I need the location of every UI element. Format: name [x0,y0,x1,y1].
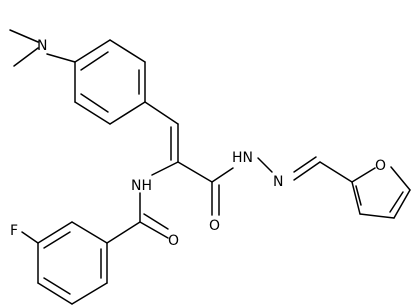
atom-nh-amide: NH [131,178,152,194]
atom-o-furan: O [375,158,386,174]
bond-ring-ch [144,101,179,125]
bond-nme-methyl-1 [9,29,39,43]
bond-furan-4 [359,213,395,219]
atom-n-dimethylamino: N [37,38,47,54]
bond-ring1-5 [74,101,111,125]
bond-furan-2 [390,166,411,191]
bond-ring2-inner-1 [43,231,71,249]
bond-c-carbonyl [177,161,213,183]
bond-furan-1 [351,167,376,183]
bond-furan-inner-1 [389,191,404,213]
atom-o-amide: O [168,233,179,249]
atom-labels: N NH O HN N O O F [10,38,386,249]
bond-amide-ring [106,221,141,244]
bond-furan-inner-2 [355,185,362,206]
bond-ring1-1 [74,39,111,63]
bond-nme-methyl-2 [13,47,39,67]
bond-furan-5 [351,181,361,215]
bond-amide-o-a [139,221,169,239]
bond-ring1-inner-3 [80,93,109,113]
atom-hn-hydrazide: HN [232,150,253,166]
bond-furan-3 [393,189,411,219]
bond-n-ring [46,53,76,63]
bond-c-f [21,231,39,244]
bond-n-ch-b [293,156,317,173]
bond-ring2-2 [37,221,73,244]
bond-ring1-2 [109,39,146,63]
atom-n-hydrazone: N [273,174,283,190]
atom-o-hydrazide: O [209,218,220,234]
bond-ring2-1 [71,221,108,244]
bond-ring2-4 [37,282,73,305]
bond-hn-n [257,157,273,173]
bond-c-nh [151,161,179,176]
bond-amide-o-b [143,213,169,230]
bond-ring1-4 [109,101,146,125]
bond-carbonyl-hn [211,167,234,183]
atom-f: F [10,223,18,239]
bond-ch-furan [319,161,353,183]
bonds [9,29,411,305]
bond-ring2-inner-2 [43,277,71,295]
bond-ring2-5 [71,282,108,305]
bond-ring1-inner-1 [80,51,109,71]
bond-n-ch-a [293,161,321,181]
